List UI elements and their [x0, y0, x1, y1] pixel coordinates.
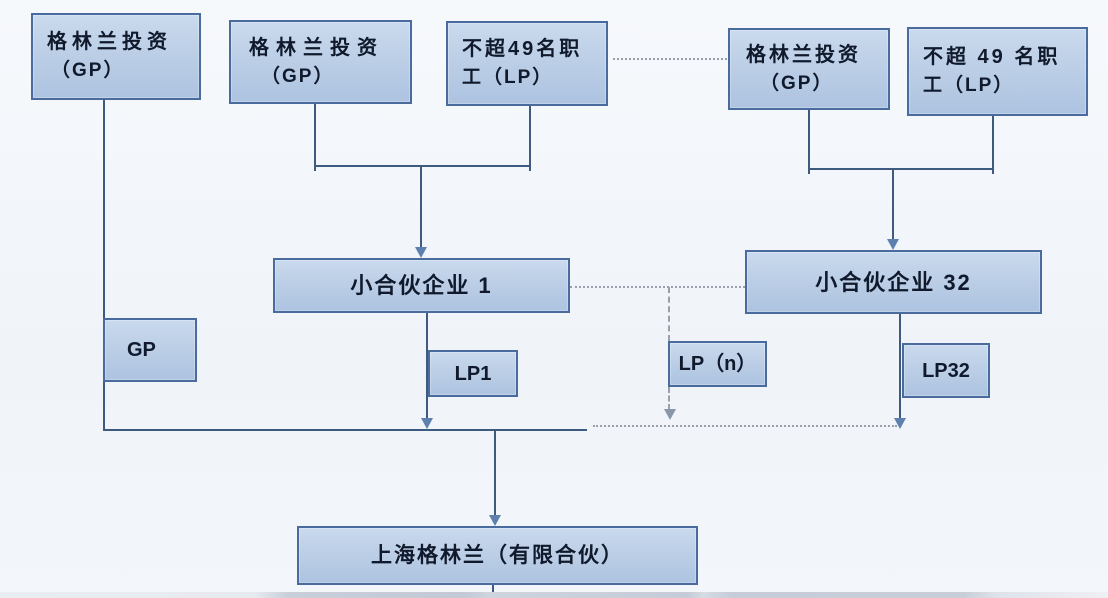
connector-dotted-top [613, 58, 727, 60]
connector-arrow-sub32-shaft [892, 168, 894, 240]
connector-sub1-lp1-down [426, 313, 428, 419]
node-greenland-gp-right: 格林兰投资 （GP） [728, 28, 890, 110]
connector-arrow-shanghai-shaft [494, 431, 496, 515]
node-greenland-gp-left: 格林兰投资 （GP） [31, 13, 201, 100]
node-label: 小合伙企业 32 [815, 269, 972, 295]
connector-merge-bar-right [808, 168, 994, 170]
node-small-partnership-32: 小合伙企业 32 [745, 250, 1042, 314]
node-gp-badge: GP [103, 318, 197, 382]
connector-merge-bar-left [314, 165, 531, 167]
connector-dotted-bottom [593, 425, 897, 427]
node-employees-lp-right: 不超 49 名职 工（LP） [907, 27, 1088, 116]
arrow-down-lp1-icon [421, 418, 433, 429]
node-label-line1: 不超 49 名职 [923, 46, 1061, 69]
arrow-down-lpn-icon [664, 409, 676, 420]
node-label-line2: （GP） [51, 60, 125, 82]
node-label-line1: 不超49名职 [462, 38, 583, 61]
node-label: LP（n） [678, 353, 757, 375]
connector-lpright-down [992, 116, 994, 174]
node-lp1-badge: LP1 [428, 350, 518, 397]
connector-dashed-lpn-lower [668, 387, 670, 410]
arrow-down-lp32-icon [894, 418, 906, 429]
connector-arrow-sub1-shaft [420, 165, 422, 249]
node-label: LP32 [922, 359, 970, 382]
node-label-line2: 工（LP） [462, 67, 554, 89]
node-employees-lp-mid: 不超49名职 工（LP） [446, 21, 608, 106]
connector-gpmid-down [314, 104, 316, 171]
node-label-line2: （GP） [261, 65, 335, 87]
arrow-down-shanghai-icon [489, 515, 501, 526]
node-label: 小合伙企业 1 [350, 273, 493, 298]
cropped-bottom-row [0, 592, 1108, 598]
node-label: LP1 [454, 362, 492, 385]
connector-dashed-lpn-upper [668, 287, 670, 341]
node-lpn-badge: LP（n） [668, 341, 767, 387]
node-small-partnership-1: 小合伙企业 1 [273, 258, 570, 313]
connector-gpright-down [808, 110, 810, 174]
node-lp32-badge: LP32 [902, 343, 990, 398]
connector-sub32-lp32-down [899, 314, 901, 419]
connector-gpleft-down [103, 100, 105, 430]
node-label: 上海格林兰（有限合伙） [371, 543, 624, 567]
node-label-line1: 格林兰投资 [47, 31, 172, 54]
connector-bottom-bar [103, 429, 587, 431]
connector-lpmid-down [529, 106, 531, 171]
node-shanghai-greenland: 上海格林兰（有限合伙） [297, 526, 698, 585]
node-label-line1: 格林兰投资 [746, 43, 861, 66]
node-label-line2: （GP） [760, 72, 834, 94]
node-greenland-gp-mid: 格林兰投资 （GP） [229, 20, 412, 104]
arrow-down-sub32-icon [887, 239, 899, 250]
node-label-line2: 工（LP） [923, 75, 1015, 97]
node-label-line1: 格林兰投资 [249, 36, 384, 59]
connector-shanghai-down [492, 585, 494, 598]
node-label: GP [127, 339, 156, 361]
arrow-down-sub1-icon [415, 247, 427, 258]
connector-dotted-sub1-sub32 [570, 286, 745, 288]
